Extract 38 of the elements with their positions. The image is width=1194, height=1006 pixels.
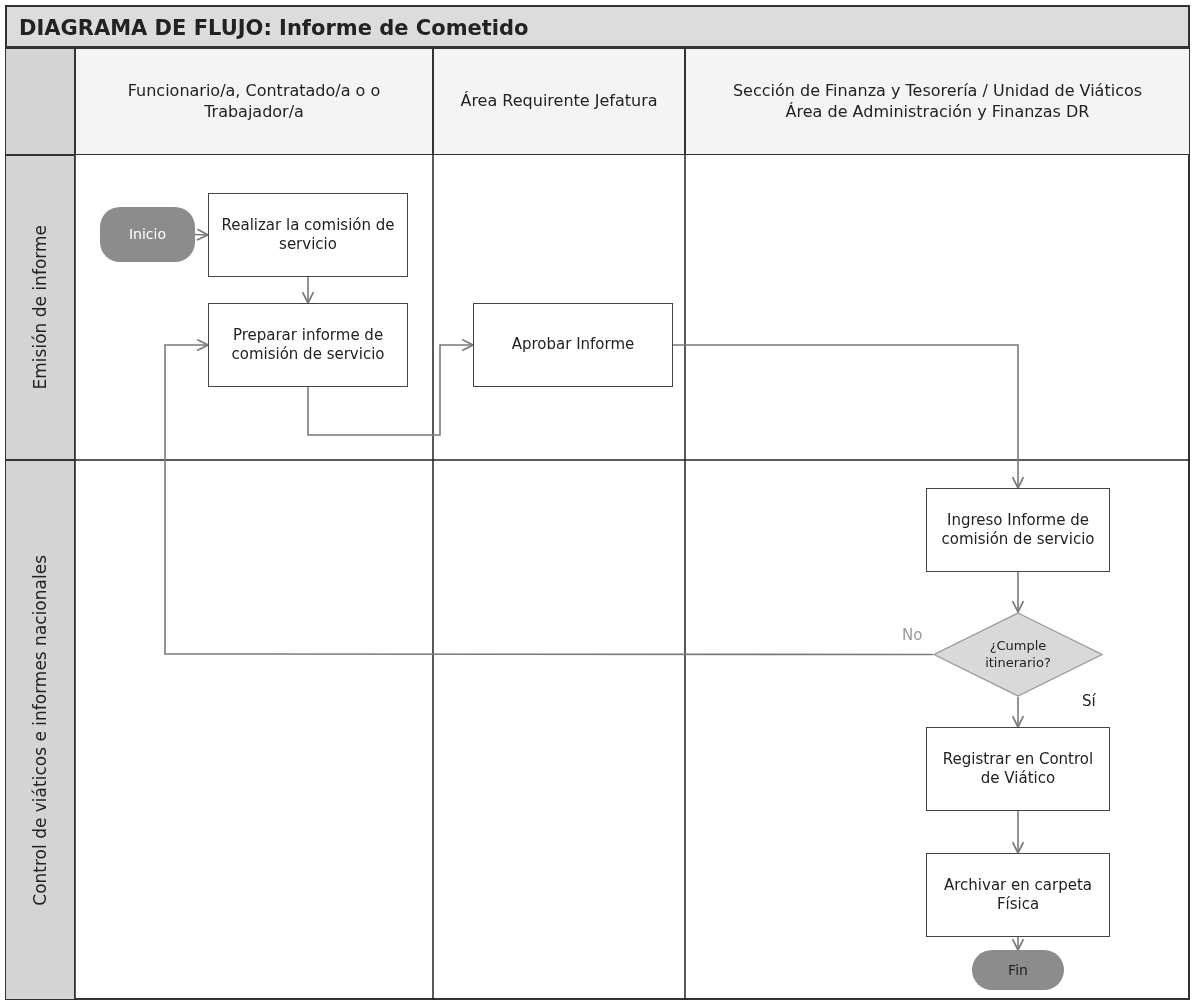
- arrow: [301, 276, 315, 304]
- process-label: Aprobar Informe: [511, 335, 635, 355]
- lane-header: [5, 155, 75, 460]
- lane-title: Emisión de informe: [29, 225, 51, 390]
- arrow: [1011, 810, 1025, 854]
- process-label: Realizar la comisión de servicio: [220, 215, 396, 255]
- diagram-title: DIAGRAMA DE FLUJO: Informe de Cometido: [5, 5, 1190, 48]
- lane-header: [75, 48, 433, 155]
- lane-title: Área Requirente Jefatura: [460, 91, 658, 112]
- lane-title: Área de Administración y Finanzas DR: [785, 101, 1090, 123]
- process-box: [208, 303, 408, 387]
- terminal-label: Fin: [1008, 960, 1028, 980]
- arrow: [307, 338, 474, 436]
- process-label: Registrar en Control de Viático: [941, 749, 1095, 789]
- arrow: [194, 228, 209, 241]
- lane-title: Sección de Finanza y Tesorería / Unidad de Viáticos: [732, 80, 1143, 102]
- arrow: [164, 338, 934, 656]
- arrow: [1011, 571, 1025, 613]
- process-box: [926, 727, 1110, 811]
- lane-header: [433, 48, 685, 155]
- arrow: [1011, 696, 1025, 728]
- process-box: [926, 488, 1110, 572]
- process-label: Ingreso Informe de comisión de servicio: [940, 510, 1096, 550]
- process-box: [208, 193, 408, 277]
- arrow: [1011, 936, 1025, 951]
- lane-header: [5, 460, 75, 1000]
- lane-header: [685, 48, 1190, 155]
- process-label: Preparar informe de comisión de servicio: [230, 325, 386, 365]
- process-box: [473, 303, 673, 387]
- lane-title: Control de viáticos e informes nacionales: [29, 554, 51, 906]
- end-terminal: [972, 950, 1064, 990]
- terminal-label: Inicio: [128, 225, 166, 244]
- decision-label: ¿Cumple itinerario?: [984, 637, 1052, 672]
- arrow: [672, 344, 1025, 489]
- process-label: Archivar en carpeta Física: [943, 875, 1093, 915]
- process-box: [926, 853, 1110, 937]
- start-terminal: [100, 207, 195, 262]
- lane-title: Funcionario/a, Contratado/a o o Trabajador/a: [126, 80, 382, 123]
